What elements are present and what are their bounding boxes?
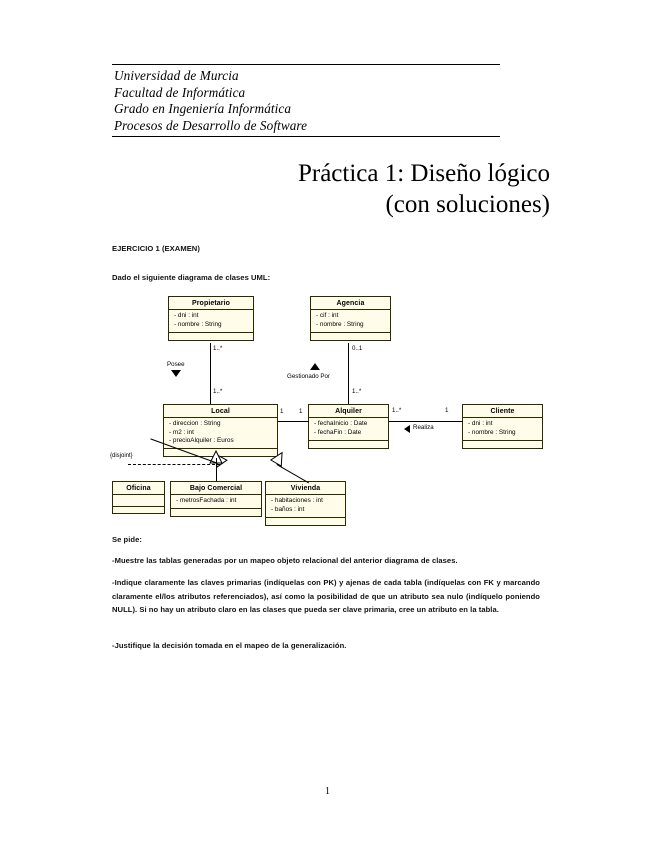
uml-class-bajo-comercial-attrs: - metrosFachada : int	[171, 495, 261, 510]
uml-attribute: - fechaInicio : Date	[314, 420, 368, 427]
uml-class-agencia: Agencia - cif : int - nombre : String	[310, 296, 391, 341]
assoc-mult-local-alquiler-right: 1	[299, 408, 303, 415]
requirement-item-1: -Muestre las tablas generadas por un map…	[112, 556, 458, 565]
page-title-line1: Práctica 1: Diseño lógico	[297, 160, 550, 187]
assoc-mult-realiza-right: 1	[445, 407, 449, 414]
uml-class-vivienda: Vivienda - habitaciones : int - baños : …	[265, 481, 346, 526]
uml-class-oficina-operations	[113, 507, 164, 513]
uml-class-propietario-attrs: - dni : int - nombre : String	[169, 310, 253, 333]
uml-class-cliente-attrs: - dni : int - nombre : String	[463, 418, 542, 441]
generalization-constraint-label: {disjoint}	[110, 453, 133, 459]
uml-class-local-name: Local	[164, 405, 277, 418]
generalization-stub-bajo-comercial	[216, 458, 218, 464]
assoc-mult-gestionado-bottom: 1..*	[352, 388, 362, 395]
uml-class-diagram: Propietario - dni : int - nombre : Strin…	[105, 288, 555, 528]
institution-line-degree: Grado en Ingeniería Informática	[114, 101, 292, 117]
assoc-mult-gestionado-top: 0..1	[352, 345, 363, 352]
assoc-direction-triangle-realiza	[404, 425, 410, 433]
assoc-line-realiza	[389, 421, 463, 423]
uml-attribute: - cif : int	[316, 312, 339, 319]
assoc-mult-posee-bottom: 1..*	[213, 388, 223, 395]
uml-class-agencia-operations	[311, 333, 390, 340]
institution-line-university: Universidad de Murcia	[114, 68, 239, 83]
uml-attribute: - metrosFachada : int	[176, 497, 237, 504]
uml-attribute: - habitaciones : int	[271, 497, 323, 504]
assoc-mult-local-alquiler-left: 1	[280, 408, 284, 415]
assoc-line-posee	[210, 343, 212, 404]
uml-class-alquiler-attrs: - fechaInicio : Date - fechaFin : Date	[309, 418, 388, 441]
uml-attribute: - direccion : String	[169, 420, 221, 427]
assoc-mult-realiza-left: 1..*	[392, 407, 402, 414]
uml-class-bajo-comercial-operations	[171, 509, 261, 516]
uml-class-oficina: Oficina	[112, 481, 165, 514]
uml-class-propietario: Propietario - dni : int - nombre : Strin…	[168, 296, 254, 341]
uml-class-vivienda-name: Vivienda	[266, 482, 345, 495]
assoc-label-gestionado-por: Gestionado Por	[287, 373, 330, 380]
uml-class-oficina-attrs	[113, 495, 164, 507]
assoc-direction-triangle-posee	[171, 370, 181, 377]
generalization-constraint-line	[128, 464, 220, 465]
uml-class-local: Local - direccion : String - m2 : int - …	[163, 404, 278, 458]
header-bottom-rule	[112, 136, 500, 138]
assoc-line-gestionado-por	[348, 343, 350, 404]
institution-lines: Universidad de Murcia Facultad de Inform…	[112, 65, 500, 136]
uml-class-local-attrs: - direccion : String - m2 : int - precio…	[164, 418, 277, 450]
uml-class-cliente-name: Cliente	[463, 405, 542, 418]
uml-class-alquiler-name: Alquiler	[309, 405, 388, 418]
uml-class-agencia-name: Agencia	[311, 297, 390, 310]
uml-class-propietario-operations	[169, 333, 253, 340]
page-number: 1	[325, 786, 330, 797]
uml-class-propietario-name: Propietario	[169, 297, 253, 310]
uml-attribute: - dni : int	[174, 312, 199, 319]
uml-class-alquiler: Alquiler - fechaInicio : Date - fechaFin…	[308, 404, 389, 449]
assoc-line-local-alquiler	[278, 421, 309, 423]
header-top-rule	[112, 64, 500, 65]
uml-class-alquiler-operations	[309, 441, 388, 448]
requirement-item-3: -Justifique la decisión tomada en el map…	[112, 641, 347, 650]
uml-attribute: - fechaFin : Date	[314, 428, 362, 436]
assoc-label-realiza: Realiza	[413, 424, 434, 431]
uml-class-vivienda-attrs: - habitaciones : int - baños : int	[266, 495, 345, 518]
uml-attribute: - precioAlquiler : Euros	[169, 437, 234, 445]
uml-class-cliente: Cliente - dni : int - nombre : String	[462, 404, 543, 449]
assoc-mult-posee-top: 1..*	[213, 345, 223, 352]
uml-attribute: - baños : int	[271, 505, 305, 513]
se-pide-heading: Se pide:	[112, 535, 142, 544]
uml-attribute: - m2 : int	[169, 428, 194, 436]
assoc-direction-triangle-gestionado-por	[310, 363, 320, 370]
requirement-item-2: -Indique claramente las claves primarias…	[112, 578, 540, 614]
institution-line-faculty: Facultad de Informática	[114, 84, 246, 100]
institution-header: Universidad de Murcia Facultad de Inform…	[112, 64, 500, 138]
page-title-line2: (con soluciones)	[385, 191, 550, 218]
uml-attribute: - nombre : String	[468, 428, 516, 436]
uml-class-agencia-attrs: - cif : int - nombre : String	[311, 310, 390, 333]
generalization-triangle-vivienda	[269, 451, 283, 467]
uml-class-vivienda-operations	[266, 518, 345, 525]
assoc-label-posee: Posee	[167, 361, 185, 368]
uml-class-cliente-operations	[463, 441, 542, 448]
uml-class-bajo-comercial-name: Bajo Comercial	[171, 482, 261, 495]
institution-line-course: Procesos de Desarrollo de Software	[114, 117, 308, 133]
exercise-heading: EJERCICIO 1 (EXAMEN)	[112, 244, 200, 253]
exercise-intro: Dado el siguiente diagrama de clases UML…	[112, 273, 271, 282]
generalization-stub-bajo-comercial-lower	[216, 464, 218, 481]
uml-attribute: - nombre : String	[316, 320, 364, 328]
uml-class-oficina-name: Oficina	[113, 482, 164, 495]
uml-attribute: - dni : int	[468, 420, 493, 427]
uml-class-bajo-comercial: Bajo Comercial - metrosFachada : int	[170, 481, 262, 518]
uml-attribute: - nombre : String	[174, 320, 222, 328]
page-title: Práctica 1: Diseño lógico (con solucione…	[140, 158, 550, 220]
